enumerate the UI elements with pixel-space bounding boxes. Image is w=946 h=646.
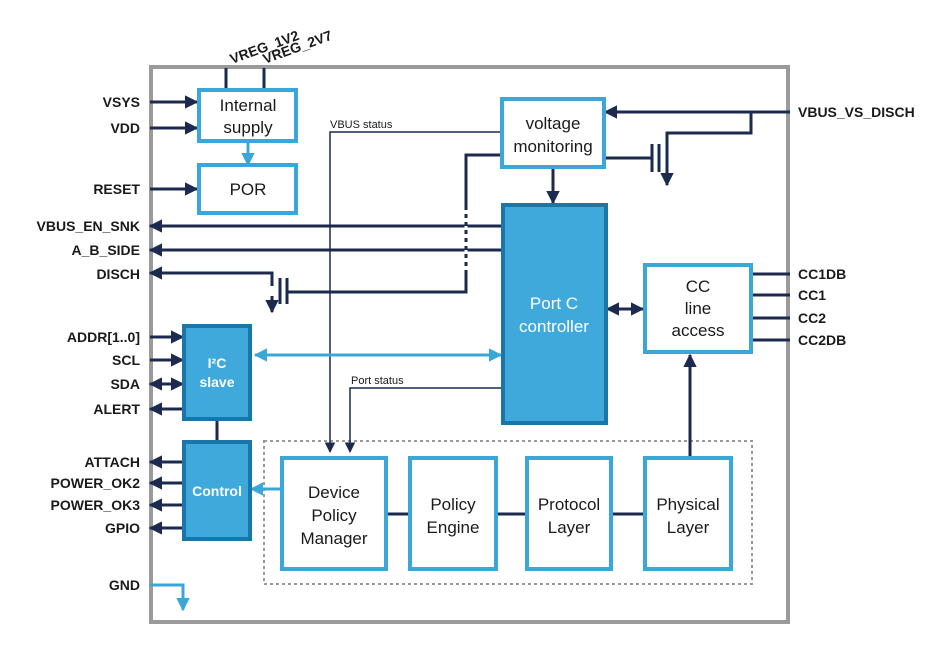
block-device-policy-manager: Device Policy Manager — [280, 456, 388, 571]
pin-cc1db: CC1DB — [798, 266, 846, 282]
svg-text:Layer: Layer — [548, 518, 591, 537]
internal-connections — [215, 112, 753, 516]
pin-alert: ALERT — [93, 401, 140, 417]
pin-power-ok2: POWER_OK2 — [51, 475, 141, 491]
pin-vbus-en-snk: VBUS_EN_SNK — [37, 218, 140, 234]
svg-text:Physical: Physical — [656, 495, 719, 514]
block-protocol-layer: Protocol Layer — [525, 456, 613, 571]
svg-text:voltage: voltage — [526, 114, 581, 133]
pin-power-ok3: POWER_OK3 — [51, 497, 141, 513]
block-i2c-slave: I²C slave — [182, 324, 252, 421]
pin-gpio: GPIO — [105, 520, 140, 536]
pin-cc2db: CC2DB — [798, 332, 846, 348]
svg-text:POR: POR — [230, 180, 267, 199]
pin-reset: RESET — [93, 181, 140, 197]
svg-text:I²C: I²C — [208, 355, 227, 371]
svg-text:Engine: Engine — [427, 518, 480, 537]
svg-text:Internal: Internal — [220, 96, 277, 115]
svg-text:Port C: Port C — [530, 294, 578, 313]
svg-text:controller: controller — [519, 317, 589, 336]
svg-text:Control: Control — [192, 483, 242, 499]
svg-text:CC: CC — [686, 277, 711, 296]
chip-outline — [149, 65, 790, 624]
svg-text:Policy: Policy — [311, 506, 357, 525]
pin-sda: SDA — [110, 376, 140, 392]
svg-text:line: line — [685, 299, 711, 318]
svg-text:Manager: Manager — [300, 529, 367, 548]
usb-pd-stack-region — [263, 440, 753, 585]
pin-gnd: GND — [109, 577, 140, 593]
svg-text:supply: supply — [223, 118, 273, 137]
pin-attach: ATTACH — [85, 454, 140, 470]
svg-text:Device: Device — [308, 483, 360, 502]
pin-cc1: CC1 — [798, 287, 826, 303]
pin-disch: DISCH — [96, 266, 140, 282]
pin-scl: SCL — [112, 352, 140, 368]
pin-vsys: VSYS — [103, 94, 140, 110]
pin-a-b-side: A_B_SIDE — [72, 242, 140, 258]
block-policy-engine: Policy Engine — [408, 456, 498, 571]
right-pins: VBUS_VS_DISCH CC1DB CC1 CC2 CC2DB — [603, 104, 915, 348]
block-cc-line-access: CC line access — [643, 263, 753, 354]
svg-text:Layer: Layer — [667, 518, 710, 537]
svg-text:Policy: Policy — [430, 495, 476, 514]
block-port-c-controller: Port C controller — [501, 203, 608, 425]
pin-addr: ADDR[1..0] — [67, 329, 140, 345]
block-voltage-monitoring: voltage monitoring — [500, 97, 606, 169]
block-internal-supply: Internal supply — [197, 88, 298, 143]
block-physical-layer: Physical Layer — [643, 456, 733, 571]
svg-text:Protocol: Protocol — [538, 495, 600, 514]
pin-cc2: CC2 — [798, 310, 826, 326]
svg-text:slave: slave — [199, 374, 234, 390]
pin-vdd: VDD — [110, 120, 140, 136]
block-por: POR — [197, 163, 298, 215]
svg-text:monitoring: monitoring — [513, 137, 592, 156]
signal-vbus-status: VBUS status — [330, 119, 393, 131]
block-control: Control — [182, 440, 252, 541]
signal-port-status: Port status — [351, 375, 404, 387]
svg-text:access: access — [672, 321, 725, 340]
pin-vbus-vs-disch: VBUS_VS_DISCH — [798, 104, 915, 120]
